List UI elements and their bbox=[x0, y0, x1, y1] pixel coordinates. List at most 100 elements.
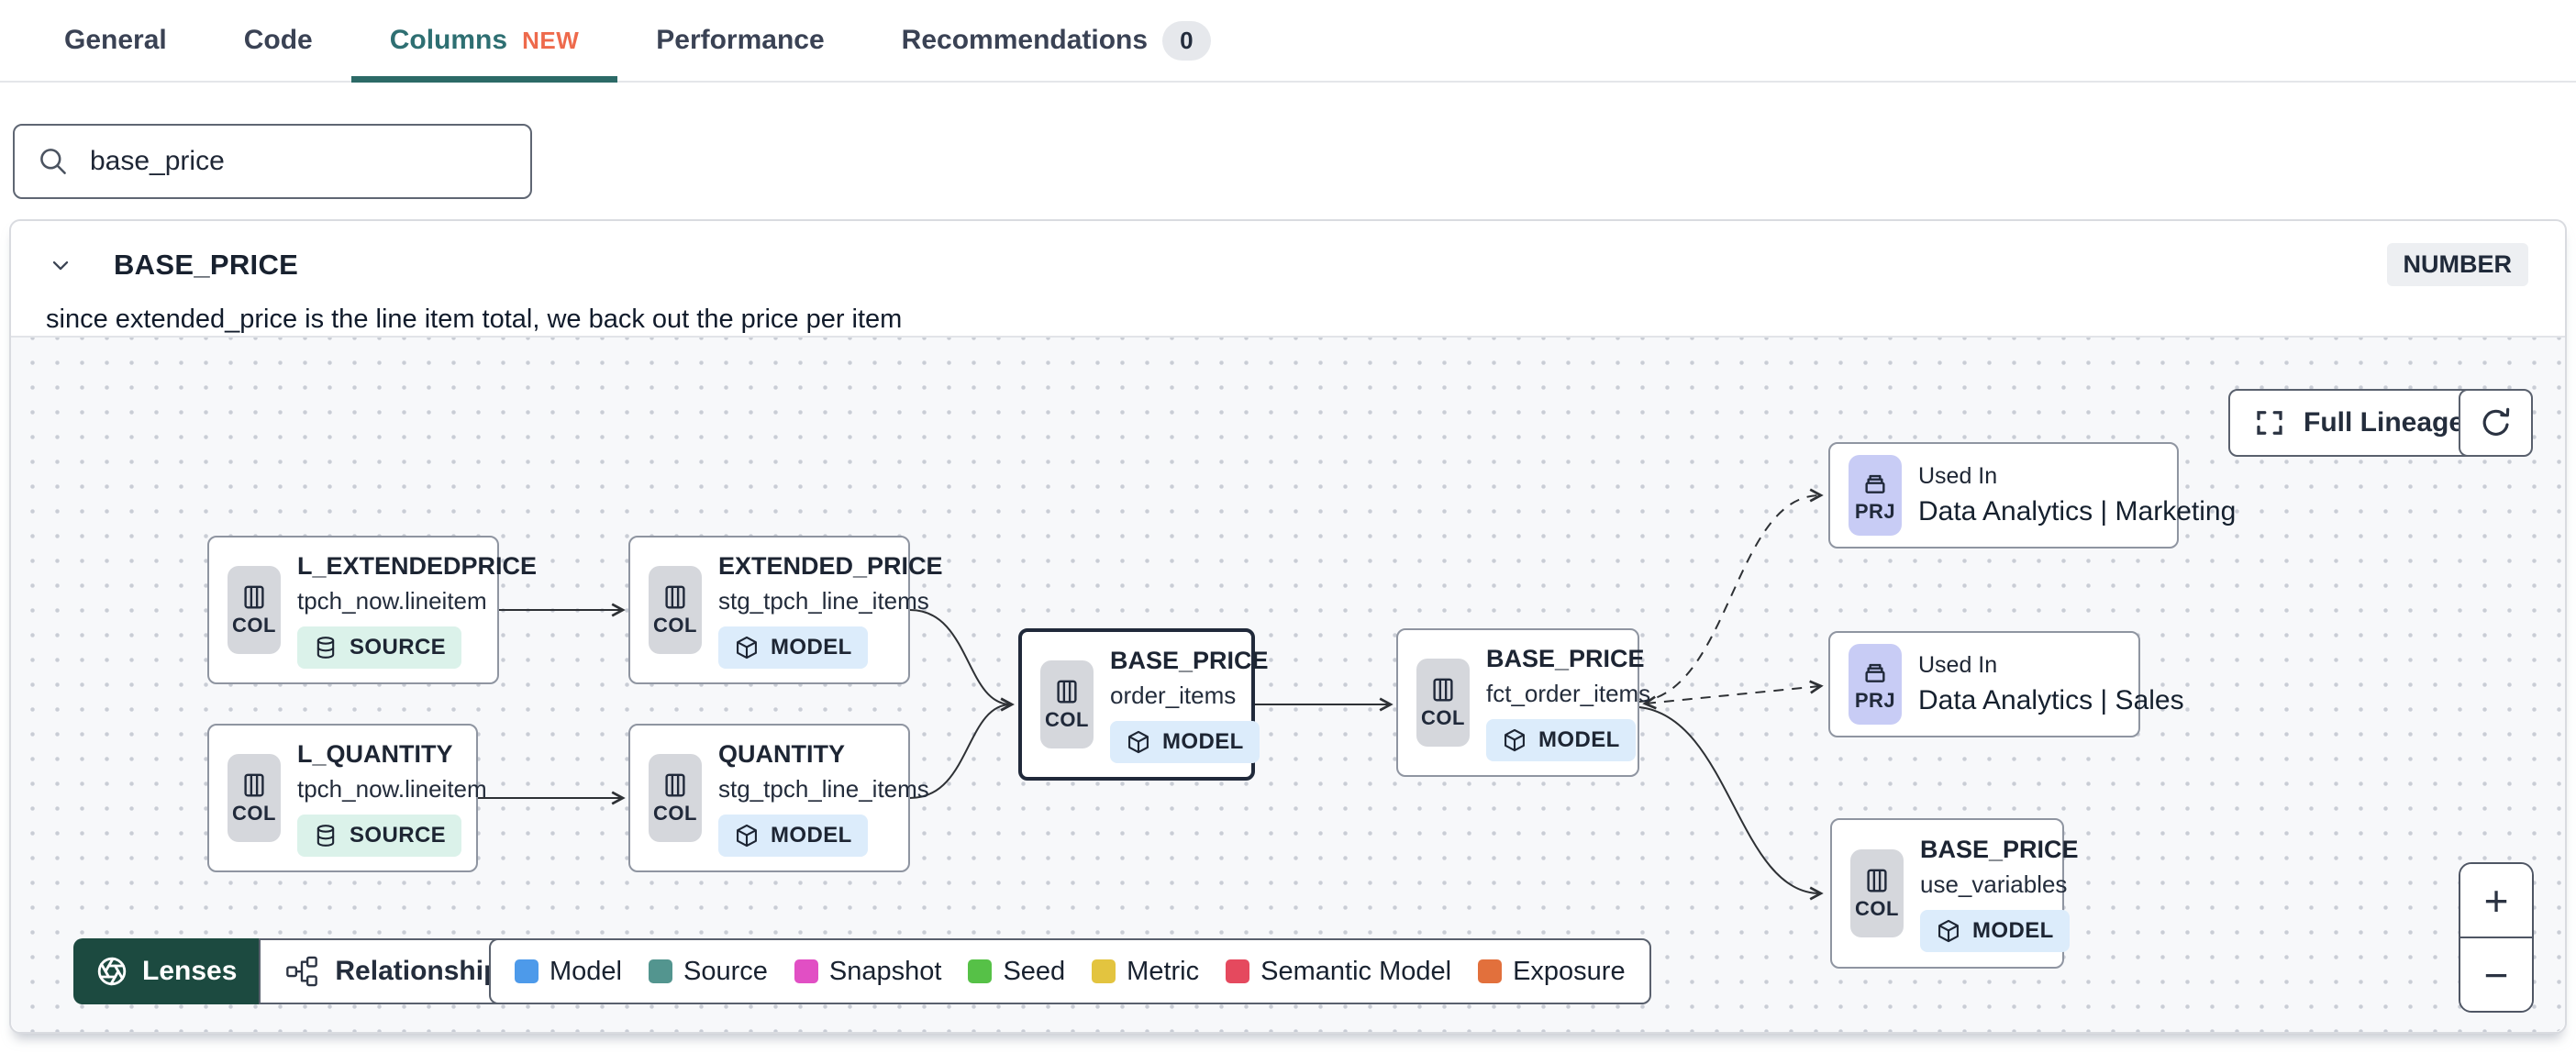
search-icon bbox=[37, 145, 70, 178]
legend-label: Metric bbox=[1127, 956, 1200, 986]
project-icon: PRJ bbox=[1849, 455, 1902, 536]
column-icon: COL bbox=[228, 566, 281, 654]
column-card: BASE_PRICE NUMBER since extended_price i… bbox=[9, 219, 2567, 1034]
database-icon bbox=[313, 823, 339, 848]
full-lineage-button[interactable]: Full Lineage bbox=[2228, 389, 2490, 457]
legend-swatch bbox=[968, 959, 993, 983]
edge-fct-sales bbox=[1642, 680, 1824, 710]
column-icon: COL bbox=[649, 754, 702, 842]
legend-label: Exposure bbox=[1513, 956, 1626, 986]
source-badge: SOURCE bbox=[297, 626, 462, 669]
cube-icon bbox=[734, 635, 760, 660]
badge-label: SOURCE bbox=[350, 634, 447, 660]
legend-item-snapshot: Snapshot bbox=[794, 956, 942, 987]
node-body: Used In Data Analytics | Marketing bbox=[1918, 463, 2236, 527]
legend-label: Snapshot bbox=[828, 956, 942, 986]
kind-label: COL bbox=[1045, 707, 1089, 731]
node-title: BASE_PRICE bbox=[1920, 835, 2079, 863]
legend-item-semantic-model: Semantic Model bbox=[1226, 957, 1451, 987]
zoom-in-button[interactable]: + bbox=[2460, 864, 2532, 938]
tab-code[interactable]: Code bbox=[205, 0, 351, 81]
legend-swatch bbox=[649, 959, 672, 983]
tab-label: General bbox=[64, 25, 167, 55]
lenses-button[interactable]: Lenses bbox=[73, 938, 260, 1004]
badge-label: MODEL bbox=[1972, 917, 2054, 943]
source-badge: SOURCE bbox=[297, 814, 462, 857]
column-name: BASE_PRICE bbox=[114, 248, 299, 281]
refresh-icon bbox=[2478, 405, 2515, 441]
database-icon bbox=[313, 635, 339, 660]
tab-label: Code bbox=[243, 25, 313, 55]
node-subtitle: fct_order_items bbox=[1486, 679, 1651, 707]
used-in-label: Used In bbox=[1918, 652, 1998, 678]
legend-swatch bbox=[794, 959, 818, 983]
column-icon: COL bbox=[1040, 660, 1094, 748]
node-subtitle: tpch_now.lineitem bbox=[297, 774, 487, 803]
badge-label: SOURCE bbox=[350, 822, 447, 848]
full-lineage-label: Full Lineage bbox=[2304, 407, 2465, 438]
kind-label: COL bbox=[232, 801, 276, 825]
node-used-in-marketing[interactable]: PRJ Used In Data Analytics | Marketing bbox=[1828, 442, 2236, 549]
tab-performance[interactable]: Performance bbox=[617, 0, 862, 81]
project-icon: PRJ bbox=[1849, 644, 1902, 725]
edge-quantity-baseprice bbox=[909, 697, 1015, 799]
column-card-header: BASE_PRICE NUMBER since extended_price i… bbox=[11, 221, 2565, 336]
legend-label: Model bbox=[550, 956, 622, 986]
column-icon: COL bbox=[1850, 849, 1904, 937]
node-subtitle: stg_tpch_line_items bbox=[718, 586, 929, 615]
zoom-out-button[interactable]: − bbox=[2460, 938, 2532, 1011]
legend-swatch bbox=[515, 959, 539, 983]
cube-icon bbox=[1126, 729, 1151, 755]
tab-label: Performance bbox=[656, 25, 825, 55]
node-title: BASE_PRICE bbox=[1110, 646, 1269, 674]
search-input[interactable] bbox=[88, 145, 521, 178]
node-title: QUANTITY bbox=[718, 739, 845, 768]
cube-icon bbox=[734, 823, 760, 848]
legend-item-exposure: Exposure bbox=[1478, 957, 1626, 987]
legend-label: Source bbox=[683, 956, 768, 986]
relationships-icon bbox=[284, 954, 319, 989]
project-name: Data Analytics | Marketing bbox=[1918, 496, 2237, 526]
refresh-button[interactable] bbox=[2459, 389, 2533, 457]
model-badge: MODEL bbox=[1486, 718, 1636, 761]
model-badge: MODEL bbox=[1920, 909, 2070, 952]
lineage-edges bbox=[478, 488, 1824, 901]
edge-fct-marketing bbox=[1638, 488, 1824, 703]
tab-general[interactable]: General bbox=[26, 0, 205, 81]
used-in-label: Used In bbox=[1918, 463, 1998, 489]
chevron-down-icon[interactable] bbox=[48, 252, 73, 278]
edge-fct-usevariables bbox=[1638, 706, 1824, 901]
badge-label: MODEL bbox=[1538, 726, 1620, 752]
legend-item-source: Source bbox=[649, 957, 768, 987]
cube-icon bbox=[1502, 727, 1527, 753]
count-badge: 0 bbox=[1162, 20, 1211, 61]
tab-label: Columns bbox=[389, 25, 508, 55]
badge-label: MODEL bbox=[1162, 728, 1244, 754]
edge-extendedprice-baseprice bbox=[909, 609, 1015, 712]
search-row bbox=[13, 124, 2576, 199]
legend-label: Semantic Model bbox=[1260, 956, 1452, 986]
legend-item-model: Model bbox=[515, 957, 622, 987]
column-icon: COL bbox=[649, 566, 702, 654]
column-type-badge: NUMBER bbox=[2386, 243, 2528, 286]
badge-label: MODEL bbox=[771, 634, 852, 660]
